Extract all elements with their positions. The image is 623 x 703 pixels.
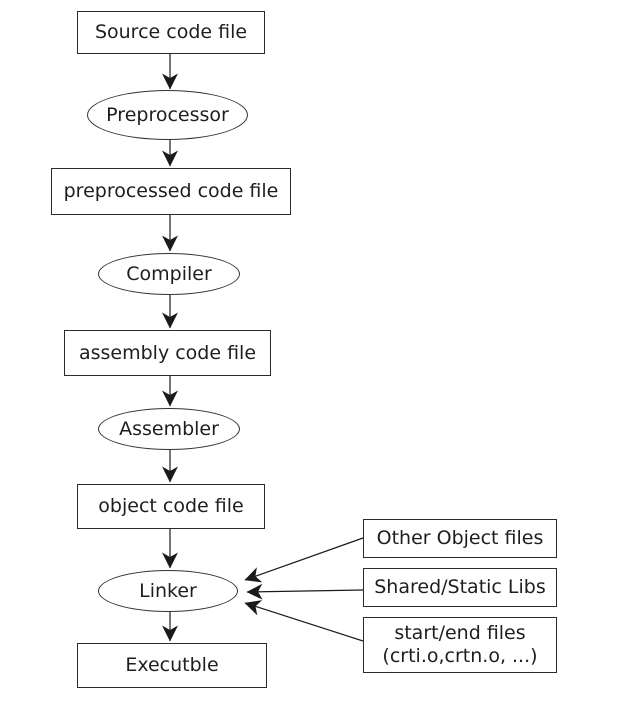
node-object-code-file: object code file [77, 484, 265, 529]
node-label-line1: start/end files [394, 622, 526, 644]
node-label: object code file [98, 495, 244, 517]
node-label: Source code file [94, 21, 248, 43]
node-preprocessor: Preprocessor [87, 90, 248, 140]
arrow-shared-libs-to-linker [246, 583, 364, 600]
arrow-other-objects-to-linker [244, 537, 364, 583]
node-source-code-file: Source code file [77, 11, 265, 54]
node-compiler: Compiler [98, 253, 240, 295]
node-shared-static-libs: Shared/Static Libs [363, 568, 557, 607]
node-preprocessed-code-file: preprocessed code file [51, 168, 291, 215]
node-other-object-files: Other Object files [363, 519, 557, 558]
node-start-end-files: start/end files (crti.o,crtn.o, ...) [363, 617, 557, 673]
node-assembler: Assembler [98, 408, 240, 450]
node-label-line2: (crti.o,crtn.o, ...) [382, 645, 538, 667]
node-label: Assembler [119, 417, 219, 440]
node-linker: Linker [98, 570, 238, 612]
node-label: preprocessed code file [63, 180, 279, 202]
node-label: Compiler [126, 262, 212, 285]
node-label: assembly code file [78, 341, 257, 364]
node-label: Preprocessor [106, 103, 229, 126]
node-label: Executble [125, 654, 219, 676]
node-label: Shared/Static Libs [374, 576, 546, 598]
node-label: Other Object files [376, 527, 544, 549]
node-assembly-code-file: assembly code file [64, 330, 271, 376]
node-label: Linker [139, 579, 197, 602]
node-executable: Executble [77, 643, 267, 688]
arrow-start-end-to-linker [244, 600, 364, 642]
